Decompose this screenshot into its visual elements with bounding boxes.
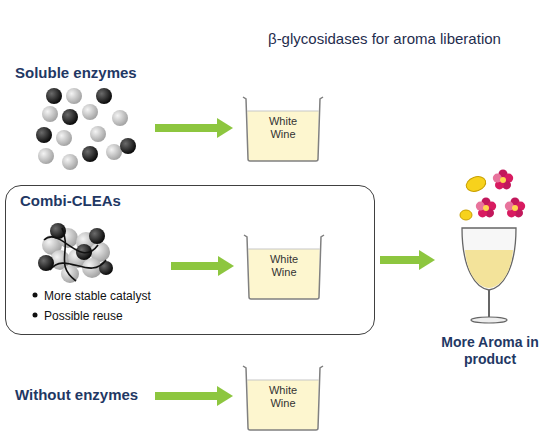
- beaker-label: White Wine: [261, 384, 305, 410]
- lemon-icon: [460, 210, 472, 220]
- group-heading: Combi-CLEAs: [20, 192, 220, 209]
- wine-beaker: White Wine: [238, 93, 328, 163]
- enzyme-particle: [82, 104, 98, 120]
- enzyme-particle: [90, 126, 106, 142]
- flower-icon: [493, 170, 513, 190]
- flow-arrow: [171, 262, 218, 270]
- bullet-text: Possible reuse: [44, 308, 166, 324]
- glass-bowl: [462, 228, 516, 290]
- wine-liquid: [247, 380, 318, 430]
- wine-beaker: White Wine: [238, 362, 328, 432]
- flower-icon: [505, 198, 525, 218]
- crosslink-line: [62, 228, 76, 281]
- glass-base: [471, 317, 507, 323]
- crosslink-line: [50, 260, 106, 270]
- beaker-wall: [243, 366, 323, 430]
- bullet-text: More stable catalyst: [44, 288, 166, 304]
- aggregate-particle: [89, 228, 105, 244]
- group-heading: Soluble enzymes: [15, 64, 150, 81]
- enzyme-particle: [66, 88, 82, 104]
- glass-wine: [465, 250, 513, 288]
- combi-clea-box: Combi-CLEAsMore stable catalystPossible …: [5, 185, 375, 335]
- enzyme-particle: [38, 148, 54, 164]
- crosslink-line: [44, 237, 98, 253]
- flow-arrow: [155, 124, 217, 132]
- aggregate-group: More stable catalystPossible reuse: [24, 214, 166, 326]
- enzyme-particle: [120, 138, 136, 154]
- aggregate-particle: [99, 261, 113, 275]
- group-heading: Without enzymes: [15, 386, 150, 403]
- flow-arrow: [380, 256, 419, 264]
- enzyme-particle: [96, 88, 112, 104]
- wine-liquid: [248, 249, 319, 299]
- wine-beaker: White Wine: [239, 231, 329, 301]
- enzyme-particle: [106, 144, 122, 160]
- liquid-level: [248, 248, 319, 249]
- beaker-wall: [243, 97, 323, 161]
- aroma-glass: More Aroma in product: [440, 168, 540, 380]
- enzyme-particle: [56, 130, 72, 146]
- enzyme-particle: [62, 154, 78, 170]
- enzyme-particle: [112, 110, 128, 126]
- beaker-wall: [244, 235, 324, 299]
- wine-liquid: [247, 111, 318, 161]
- control-group: Without enzymes: [15, 382, 150, 410]
- enzyme-particle: [82, 146, 98, 162]
- bullet-mark: [33, 313, 38, 318]
- beaker-label: White Wine: [261, 115, 305, 141]
- lemon-icon: [464, 174, 488, 194]
- enzyme-group: Soluble enzymes: [15, 60, 150, 170]
- diagram-title: β-glycosidases for aroma liberation: [268, 30, 501, 47]
- bullet-mark: [33, 293, 38, 298]
- enzyme-particle: [36, 127, 52, 143]
- liquid-level: [247, 110, 318, 111]
- enzyme-particle: [46, 88, 62, 104]
- result-label: More Aroma in product: [440, 334, 540, 368]
- liquid-level: [247, 379, 318, 380]
- enzyme-particle: [62, 109, 78, 125]
- beaker-label: White Wine: [262, 253, 306, 279]
- flower-icon: [476, 198, 496, 218]
- flow-arrow: [155, 392, 217, 400]
- glass-stem: [488, 290, 490, 318]
- enzyme-particle: [42, 106, 58, 122]
